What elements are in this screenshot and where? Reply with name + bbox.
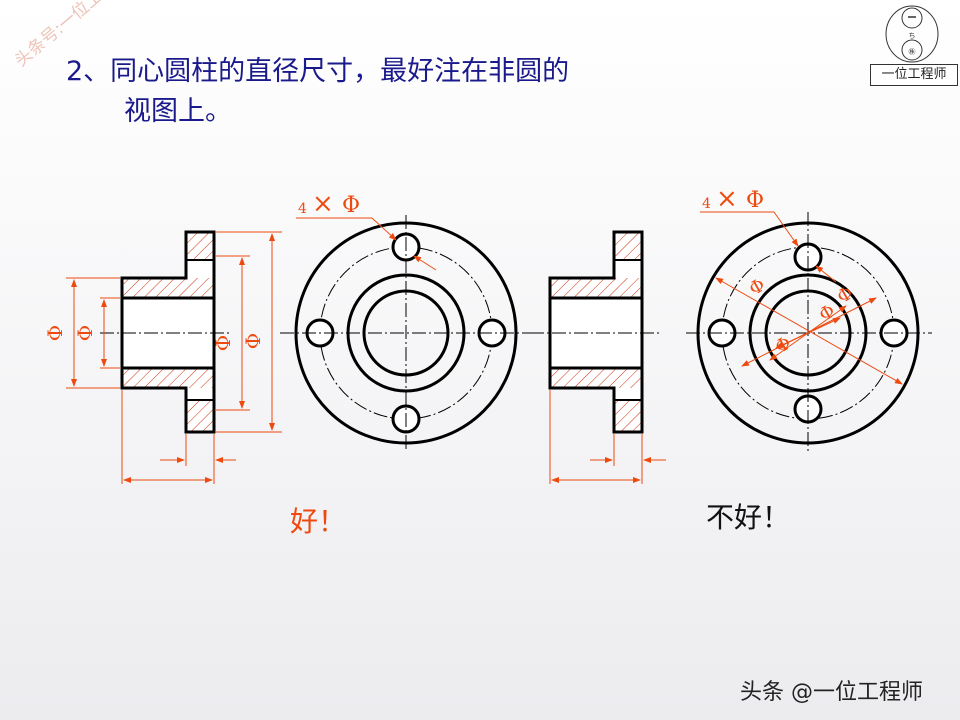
dia-label-2: Φ (73, 325, 97, 341)
bad-phi-sign: Φ (746, 188, 764, 213)
footer-credit: 头条 @一位工程师 (740, 680, 923, 705)
bad-section-view (530, 230, 662, 434)
bad-times-sign: × (716, 184, 738, 214)
logo: ち ㊑ (866, 2, 958, 88)
hole-count: 4 (298, 201, 307, 217)
bad-hole-count: 4 (702, 196, 711, 212)
phi-sign: Φ (342, 193, 360, 218)
bad-hole-callout: 4 × Φ (700, 184, 837, 283)
title-line-2: 视图上。 (124, 96, 232, 127)
logo-emblem-icon: ち ㊑ (885, 5, 939, 63)
svg-text:㊑: ㊑ (909, 48, 916, 56)
logo-text: 一位工程师 (870, 64, 958, 86)
title-line-1: 2、同心圆柱的直径尺寸，最好注在非圆的 (66, 56, 570, 87)
page-title: 2、同心圆柱的直径尺寸，最好注在非圆的 视图上。 (66, 52, 569, 132)
bad-dia-label-3: Φ (816, 300, 839, 326)
times-sign: × (312, 189, 334, 219)
good-dimensions (66, 231, 282, 484)
bad-length-dimensions (549, 390, 666, 484)
dia-label-3: Φ (211, 335, 235, 351)
bad-diameter-dimensions (715, 277, 903, 385)
good-diameter-labels: Φ Φ Φ Φ (43, 325, 265, 351)
bad-dia-label-4: Φ (772, 332, 795, 358)
svg-text:ち: ち (909, 32, 916, 40)
good-label: 好！ (290, 505, 347, 538)
dia-label-1: Φ (43, 325, 67, 341)
good-hole-callout: 4 × Φ (296, 189, 437, 271)
bad-label: 不好！ (706, 501, 791, 534)
good-circular-view (280, 215, 532, 450)
dia-label-4: Φ (241, 333, 265, 349)
bad-dia-label-1: Φ (746, 274, 769, 300)
good-section-view (100, 230, 232, 434)
